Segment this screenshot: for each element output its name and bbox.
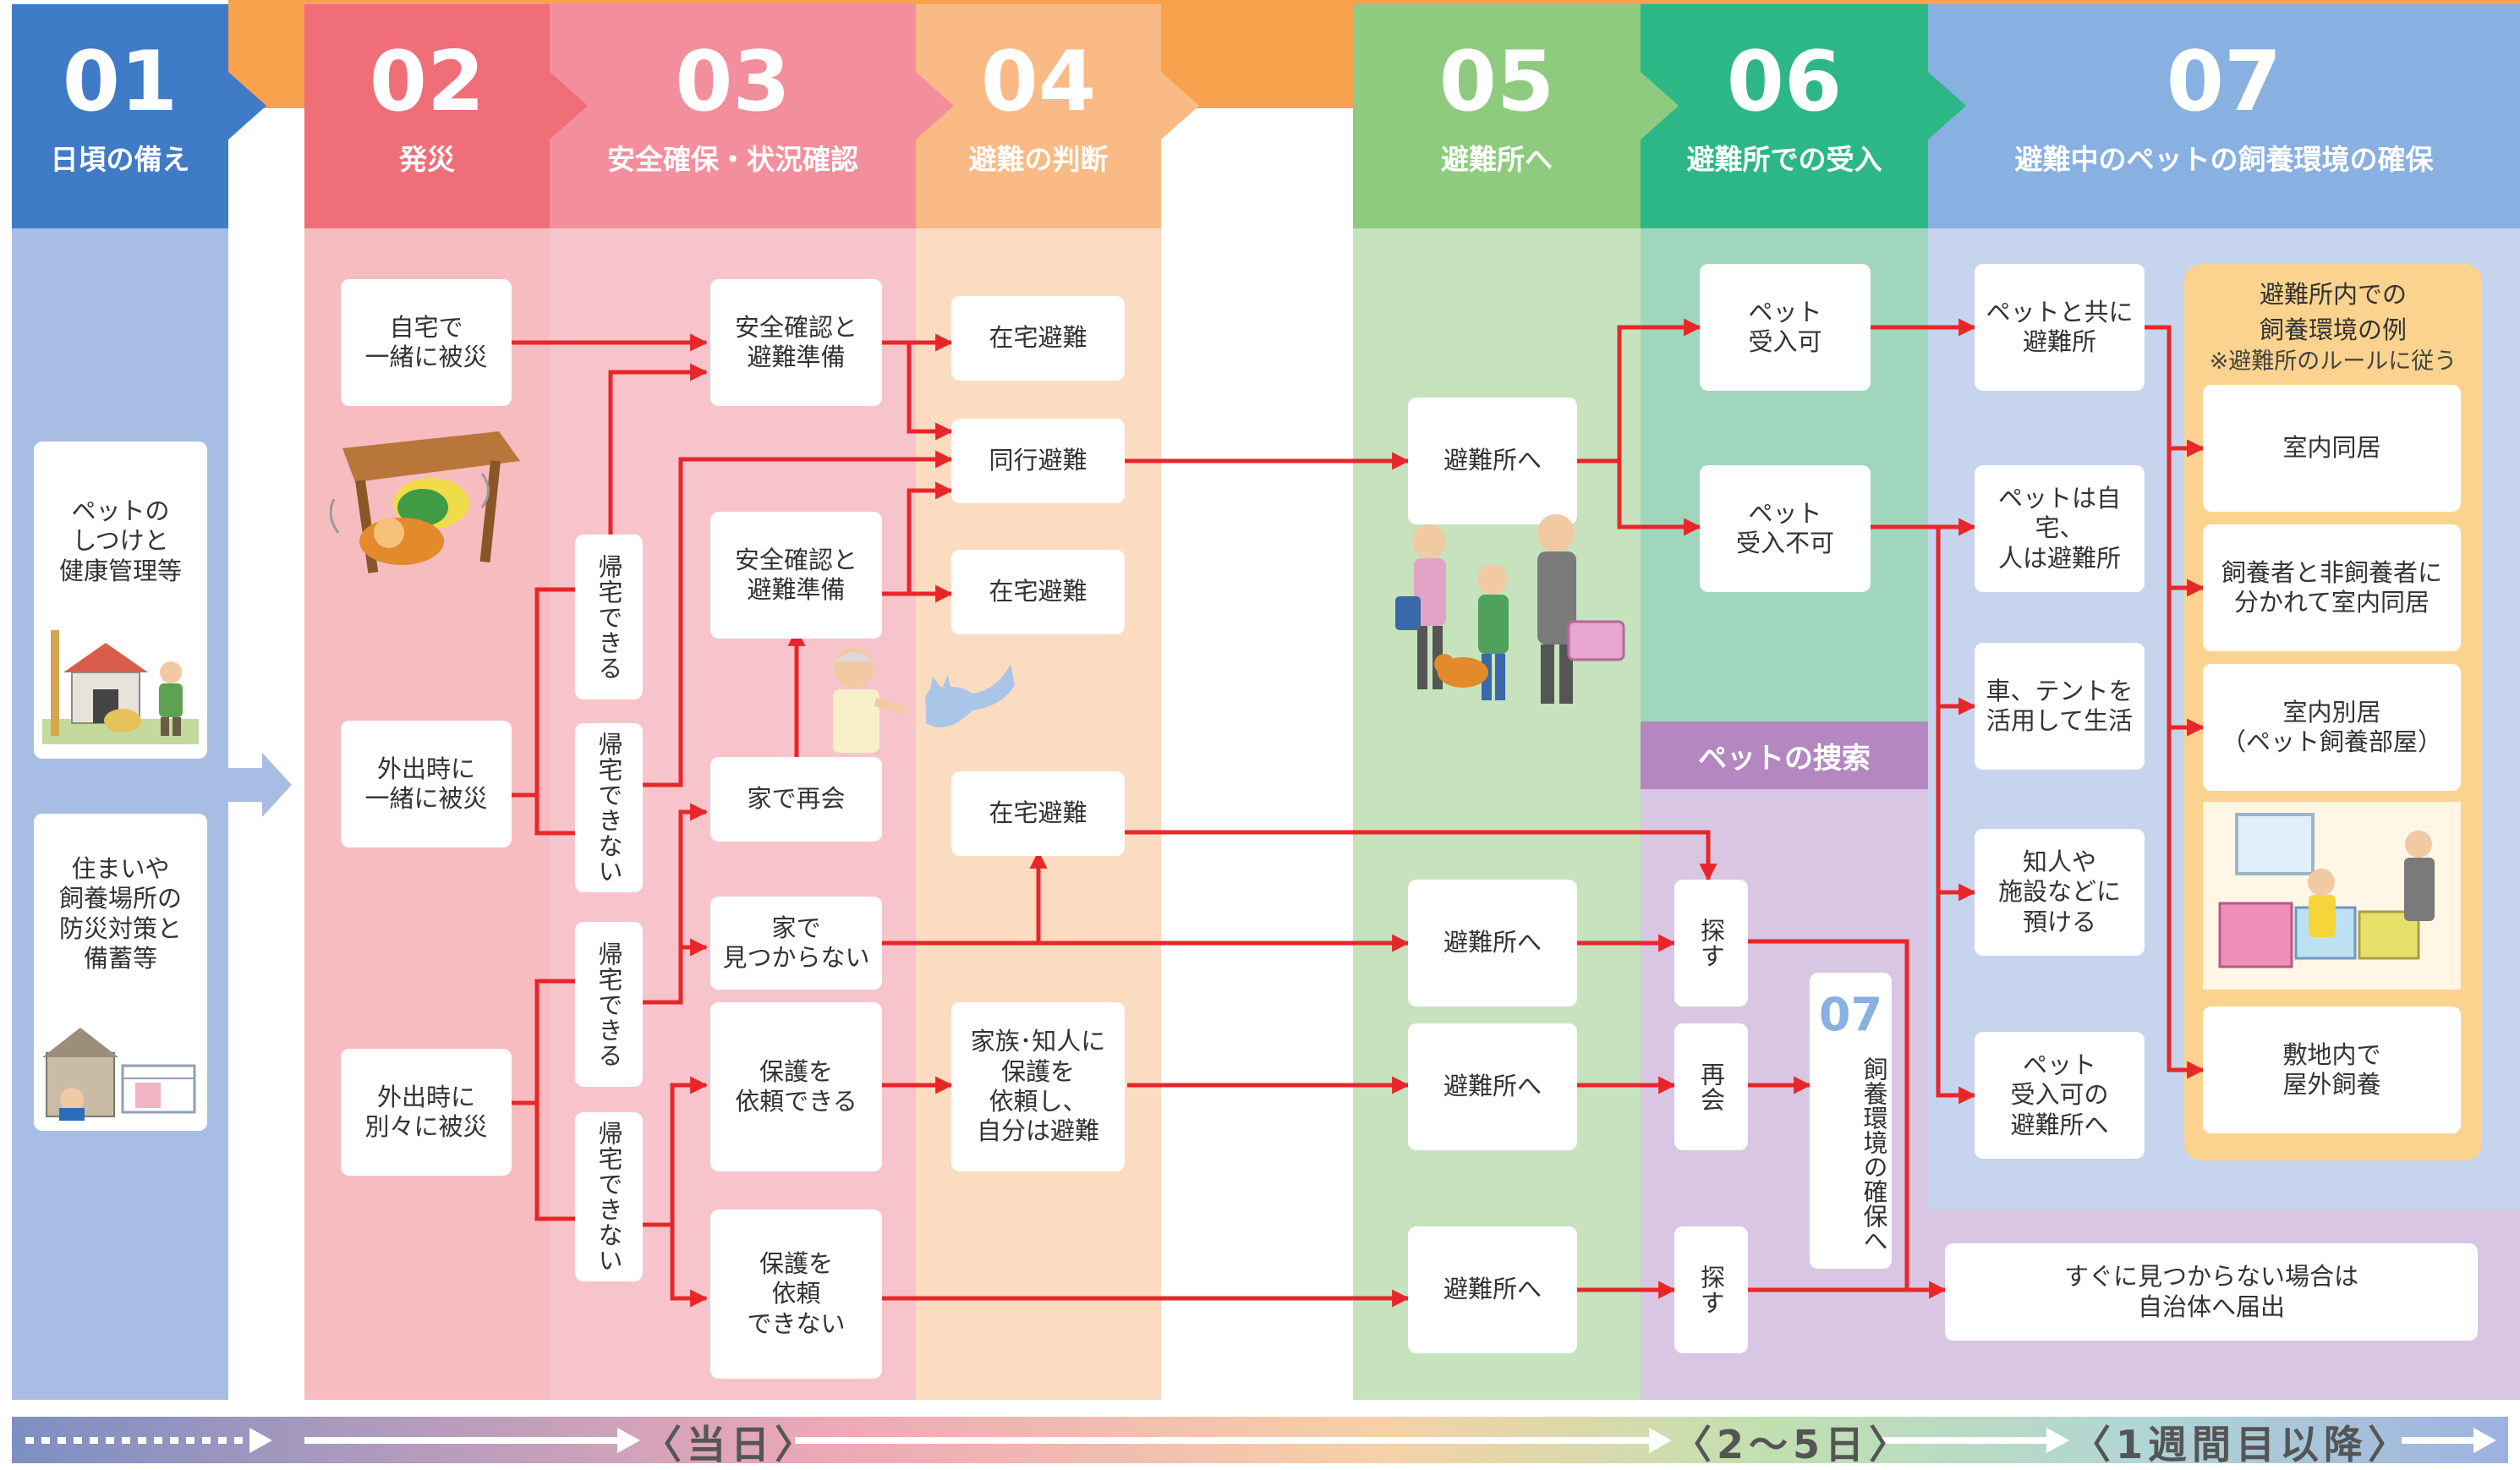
separated-owners-box: 飼養者と非飼養者に 分かれて室内同居 [2203,524,2461,651]
house-storage-illustration [42,1028,196,1121]
reunion-box: 再会 [1674,1023,1748,1150]
label: 帰宅できない [594,1121,623,1273]
pets-accepted-box: ペット 受入可 [1700,264,1871,391]
home-together-box: 自宅で 一緒に被災 [341,279,512,406]
step-number: 07 [2166,34,2282,130]
step-title: 避難の判断 [968,143,1109,176]
report-municipality-box: すぐに見つからない場合は 自治体へ届出 [1945,1243,2478,1341]
cannot-return-home-box-2: 帰宅できない [575,1112,643,1281]
step-title: 避難中のペットの飼養環境の確保 [2014,143,2434,176]
pet-room-illustration [2203,802,2461,990]
label: 探す [1696,918,1726,968]
label: 帰宅できる [594,553,623,681]
pets-not-accepted-box: ペット 受入不可 [1700,465,1871,592]
search-box-2: 探す [1674,1226,1748,1353]
timeline-day: 〈当日〉 [643,1422,819,1467]
entrust-box: 知人や 施設などに 預ける [1975,829,2145,956]
step-number: 04 [980,34,1097,130]
man-and-cat-illustration [833,648,1015,753]
header-02: 02 発災 [304,0,550,228]
can-return-home-box-1: 帰宅できる [575,535,643,699]
to-shelter-box-2: 避難所へ [1408,880,1577,1007]
label: 再会 [1696,1061,1726,1112]
header-06: 06 避難所での受入 [1641,0,1928,228]
timeline-days-2-5: 〈2～5日〉 [1673,1422,1914,1467]
flow-arrows [512,318,2205,1308]
evacuate-with-pet-box: 同行避難 [951,419,1125,503]
can-request-protection-box: 保護を 依頼できる [710,1002,882,1171]
secure-step-number: 07 [1818,988,1883,1041]
step-title: 安全確保・状況確認 [607,143,858,176]
step-number: 01 [62,34,178,130]
evacuating-family-illustration [1395,514,1625,704]
pet-search-banner: ペットの捜索 [1698,741,1871,776]
safety-check-box-1: 安全確認と 避難準備 [710,279,882,406]
stay-home-box-3: 在宅避難 [951,771,1125,856]
cannot-return-home-box-1: 帰宅できない [575,723,643,892]
can-return-home-box-2: 帰宅できる [575,922,643,1087]
step-title: 避難所での受入 [1686,143,1882,176]
not-found-at-home-box: 家で 見つからない [710,897,882,990]
doghouse-illustration [42,630,199,744]
out-separate-box: 外出時に 別々に被災 [341,1049,512,1176]
label: 帰宅できない [594,732,623,884]
reunite-at-home-box: 家で再会 [710,757,882,842]
safety-check-box-2: 安全確認と 避難準備 [710,512,882,639]
to-shelter-box-3: 避難所へ [1408,1023,1577,1150]
out-together-box: 外出時に 一緒に被災 [341,721,512,847]
indoor-together-box: 室内同居 [2203,385,2461,512]
pet-home-owner-shelter-box: ペットは自宅、 人は避難所 [1975,465,2145,592]
car-tent-box: 車、テントを 活用して生活 [1975,643,2145,770]
secure-environment-box: 07 飼養環境の確保へ [1810,973,1892,1269]
step-title: 日頃の備え [50,143,190,176]
shelter-with-pet-box: ペットと共に 避難所 [1975,264,2145,391]
header-04: 04 避難の判断 [916,0,1161,228]
stay-home-box-2: 在宅避難 [951,550,1125,634]
label: 探す [1696,1264,1726,1315]
step-number: 05 [1438,34,1555,130]
header-07: 07 避難中のペットの飼養環境の確保 [1928,0,2520,228]
step-number: 06 [1726,34,1843,130]
cannot-request-protection-box: 保護を 依頼 できない [710,1209,882,1379]
to-shelter-box-4: 避難所へ [1408,1226,1577,1353]
label: 帰宅できる [594,941,623,1068]
example-note: ※避難所のルールに従う [2209,348,2457,375]
search-box-1: 探す [1674,880,1748,1007]
step-title: 発災 [399,143,455,176]
pet-ok-shelter-box: ペット 受入可の 避難所へ [1975,1032,2145,1159]
housing-disaster-prep-box: 住まいや 飼養場所の 防災対策と 備蓄等 [34,814,207,1131]
family-protection-box: 家族･知人に 保護を 依頼し、 自分は避難 [951,1002,1125,1171]
header-01: 01 日頃の備え [12,0,228,228]
outdoor-keeping-box: 敷地内で 屋外飼養 [2203,1007,2461,1133]
timeline-week-1: 〈1週間目以降〉 [2072,1422,2413,1467]
step-title: 避難所へ [1441,143,1553,176]
secure-label: 飼養環境の確保へ [1860,1056,1888,1253]
stay-home-box-1: 在宅避難 [951,296,1125,381]
example-title: 避難所内での 飼養環境の例 [2259,280,2407,344]
under-table-illustration [330,431,520,573]
step-number: 02 [369,34,485,130]
separate-room-box: 室内別居 （ペット飼養部屋） [2203,664,2461,791]
to-shelter-box-1: 避難所へ [1408,398,1577,524]
step-number: 03 [675,34,791,130]
header-03: 03 安全確保・状況確認 [550,0,916,228]
header-05: 05 避難所へ [1353,0,1641,228]
